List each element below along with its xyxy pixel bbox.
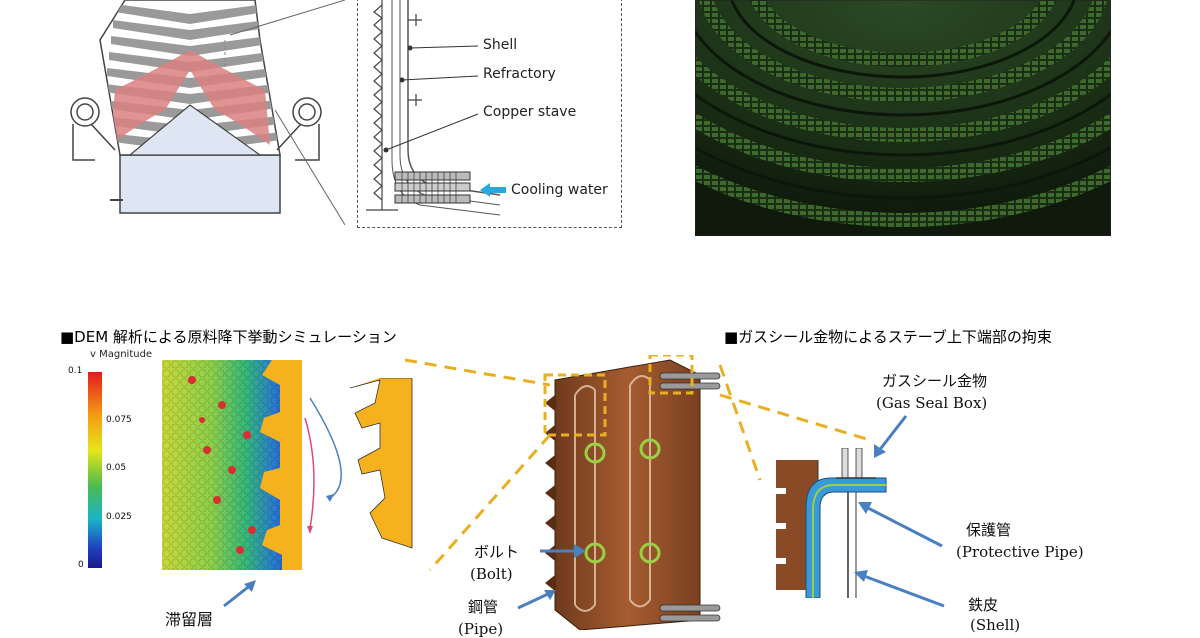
pipe-arrow-icon (517, 590, 556, 610)
label-refractory: Refractory (483, 66, 556, 82)
protective-pipe-arrow-icon (858, 502, 943, 548)
yellow-leader-lines (404, 358, 871, 571)
colorbar-tick-bottom: 0 (78, 560, 84, 570)
label-shell-jp: 鉄皮 (968, 596, 999, 614)
dem-particle-simulation (162, 360, 302, 570)
gas-seal-arrow-icon (874, 415, 908, 458)
label-gas-seal-jp: ガスシール金物 (882, 372, 988, 390)
label-protective-jp: 保護管 (966, 521, 1012, 539)
velocity-colorbar (88, 372, 102, 568)
dem-section-title: ■DEM 解析による原料降下挙動シミュレーション (60, 328, 397, 346)
material-flow-diagram (304, 378, 413, 549)
colorbar-tick-2: 0.075 (106, 415, 132, 425)
copper-stave-3d (543, 355, 721, 630)
label-bolt-jp: ボルト (474, 543, 520, 561)
stave-detail-box (357, 0, 622, 228)
label-steel-pipe-en: (Pipe) (458, 620, 504, 638)
colorbar-tick-top: 0.1 (68, 366, 83, 376)
colorbar-tick-4: 0.025 (106, 512, 132, 522)
shell-arrow-icon (854, 570, 945, 608)
label-cooling-water: Cooling water (511, 182, 608, 198)
label-protective-en: (Protective Pipe) (956, 543, 1084, 561)
label-shell-en: (Shell) (970, 616, 1021, 634)
furnace-interior-photo (695, 0, 1111, 236)
cooling-water-arrow-icon (480, 183, 506, 197)
blast-furnace-diagram (70, 0, 345, 225)
label-copper-stave: Copper stave (483, 104, 577, 120)
stagnant-layer-arrow-icon (223, 580, 256, 608)
label-bolt-en: (Bolt) (470, 565, 513, 583)
bolt-arrow-icon (540, 544, 586, 558)
stave-cross-section (366, 0, 500, 216)
gas-seal-cross-section (776, 448, 887, 598)
label-steel-pipe-jp: 鋼管 (468, 598, 499, 616)
colorbar-tick-3: 0.05 (106, 463, 127, 473)
label-gas-seal-en: (Gas Seal Box) (876, 394, 988, 412)
gas-seal-section-title: ■ガスシール金物によるステーブ上下端部の拘束 (724, 328, 1052, 346)
label-stagnant-layer: 滞留層 (165, 610, 214, 629)
colorbar-title: v Magnitude (90, 349, 153, 360)
label-shell: Shell (483, 37, 518, 53)
